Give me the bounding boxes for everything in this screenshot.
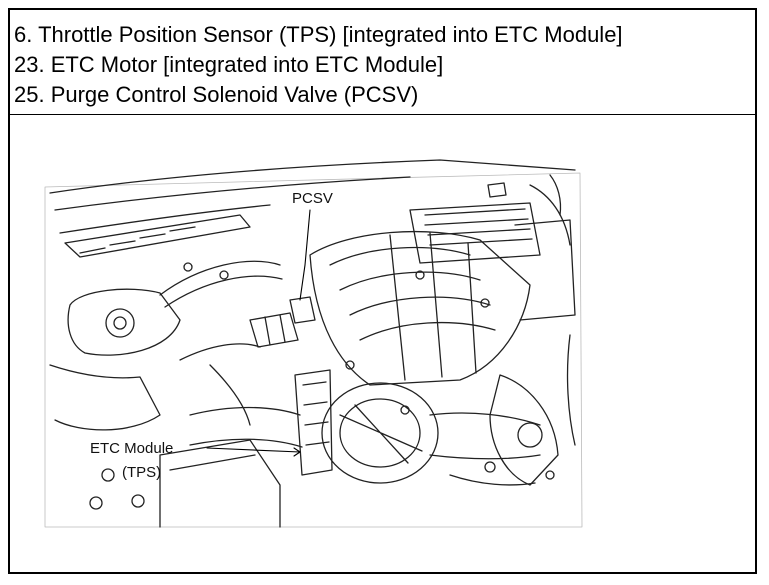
- legend-item-etc-motor: 23. ETC Motor [integrated into ETC Modul…: [14, 52, 444, 77]
- legend-item-tps: 6. Throttle Position Sensor (TPS) [integ…: [14, 22, 623, 47]
- diagram-frame: 6. Throttle Position Sensor (TPS) [integ…: [8, 8, 757, 574]
- legend-box: 6. Throttle Position Sensor (TPS) [integ…: [10, 10, 755, 115]
- callout-tps: (TPS): [122, 464, 161, 481]
- engine-drawing: PCSV ETC Module (TPS): [44, 159, 583, 528]
- callout-pcsv: PCSV: [292, 190, 333, 207]
- legend-item-pcsv: 25. Purge Control Solenoid Valve (PCSV): [14, 82, 419, 107]
- callout-etc-module: ETC Module: [90, 440, 173, 457]
- engine-bay-illustration: PCSV ETC Module (TPS): [10, 115, 755, 572]
